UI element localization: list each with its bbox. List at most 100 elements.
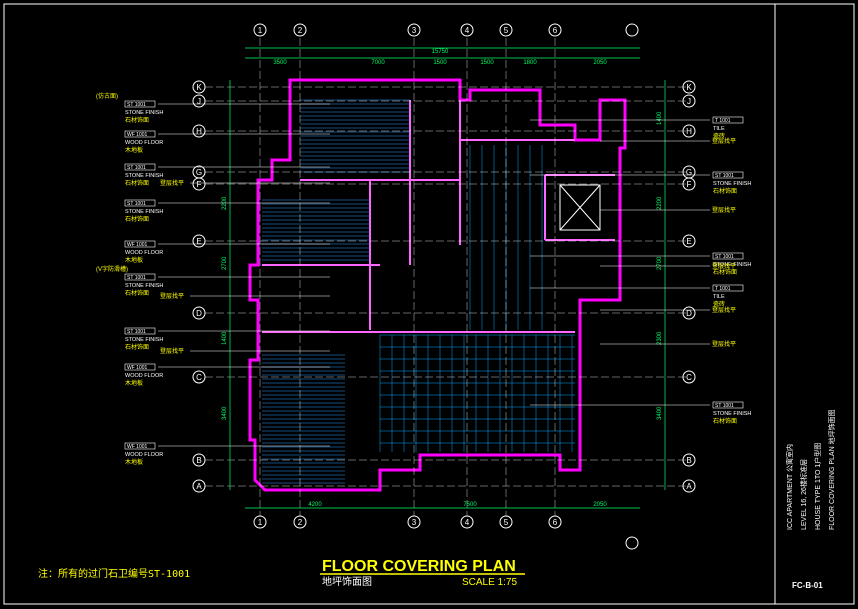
grid-label-f: F <box>687 180 692 189</box>
tag-box <box>124 130 156 138</box>
tag-code: WF 1001 <box>127 132 148 138</box>
grid-label-d: D <box>196 309 202 318</box>
grid-label-j: J <box>687 97 691 106</box>
grid-bubble-col-6 <box>548 23 562 37</box>
tag-cn: 瓷砖 <box>713 132 725 140</box>
level-note-right: 登层找平 <box>712 206 736 214</box>
tag-en: WOOD FLOOR <box>125 140 163 146</box>
tag-en: STONE FINISH <box>125 209 163 215</box>
level-note-left: 登层找平 <box>160 179 184 187</box>
level-note-right: 登层找平 <box>712 306 736 314</box>
grid-bubble-f <box>682 177 696 191</box>
grid-col-label-4: 4 <box>465 518 470 527</box>
tag-box <box>124 199 156 207</box>
grid-bubble-col-6 <box>548 515 562 529</box>
tag-en: TILE <box>713 126 725 132</box>
tag-code: ST 1001 <box>127 329 146 335</box>
grid-label-b: B <box>686 456 691 465</box>
tag-cn: 石材饰面 <box>125 116 149 124</box>
tag-note: (V字防滑槽) <box>96 265 128 273</box>
grid-col-label-3: 3 <box>412 26 417 35</box>
grid-bubble-col-5 <box>499 515 513 529</box>
grid-bubble-col-3 <box>407 515 421 529</box>
grid-label-e: E <box>686 237 691 246</box>
bottom-dim-2: 2050 <box>593 502 607 508</box>
tag-box <box>712 284 744 292</box>
grid-bubble-b <box>192 453 206 467</box>
tag-en: STONE FINISH <box>125 110 163 116</box>
grid-label-h: H <box>196 127 202 136</box>
title-block: ICC APARTMENT 公寓室内 LEVEL 16, 26楼标准层 HOUS… <box>785 409 836 530</box>
tag-cn: 石材饰面 <box>713 187 737 195</box>
grid-col-label-3: 3 <box>412 518 417 527</box>
tag-box <box>712 401 744 409</box>
bottom-dim-1: 7500 <box>463 502 477 508</box>
tag-box <box>124 163 156 171</box>
grid-col-label-2: 2 <box>298 518 303 527</box>
tag-cn: 石材饰面 <box>125 215 149 223</box>
tag-code: ST 1001 <box>715 403 734 409</box>
grid-bubble-col-1 <box>253 23 267 37</box>
tag-box <box>124 273 156 281</box>
tag-code: ST 1001 <box>127 102 146 108</box>
right-dim-4: 3400 <box>657 406 663 420</box>
grid-bubble-col-2 <box>293 23 307 37</box>
tag-code: ST 1001 <box>715 254 734 260</box>
tag-en: STONE FINISH <box>125 337 163 343</box>
grid-bubble-h <box>682 124 696 138</box>
tag-cn: 石材饰面 <box>125 179 149 187</box>
left-dim-1: 2700 <box>222 256 228 270</box>
grid-label-c: C <box>686 373 692 382</box>
tag-en: STONE FINISH <box>713 262 751 268</box>
level-note-right: 登层找平 <box>712 137 736 145</box>
top-dim-3: 1500 <box>480 60 494 66</box>
grid-bubble-col-2 <box>293 515 307 529</box>
grid-bubble-col-1 <box>253 515 267 529</box>
top-dim-4: 1800 <box>523 60 537 66</box>
left-dim-3: 3400 <box>222 406 228 420</box>
grid-bubble-col-4 <box>460 515 474 529</box>
grid-label-e: E <box>196 237 201 246</box>
stone-grid <box>379 145 575 452</box>
tag-code: T 1001 <box>715 118 731 124</box>
grid-label-j: J <box>197 97 201 106</box>
grid-bubble-d <box>682 306 696 320</box>
elevator-shaft <box>559 184 601 231</box>
tag-code: T 1001 <box>715 286 731 292</box>
grid-bubble-c <box>192 370 206 384</box>
tag-en: WOOD FLOOR <box>125 250 163 256</box>
tag-cn: 石材饰面 <box>713 268 737 276</box>
grid-label-a: A <box>686 482 692 491</box>
grid-label-h: H <box>686 127 692 136</box>
grid-bubble-j <box>192 94 206 108</box>
left-dim-2: 1400 <box>222 331 228 345</box>
grid-bubble-a <box>192 479 206 493</box>
tag-cn: 木地板 <box>125 458 143 466</box>
tag-cn: 石材饰面 <box>125 289 149 297</box>
tag-en: WOOD FLOOR <box>125 373 163 379</box>
grid-bubble-j <box>682 94 696 108</box>
tag-box <box>124 100 156 108</box>
top-dim-0: 3500 <box>273 60 287 66</box>
tag-code: ST 1001 <box>715 173 734 179</box>
sheet-number: FC-B-01 <box>792 581 823 590</box>
grid-col-label-6: 6 <box>553 518 558 527</box>
house-type: HOUSE TYPE 1TO 1户型图 <box>813 443 822 530</box>
building-walls <box>248 78 627 492</box>
tag-cn: 木地板 <box>125 256 143 264</box>
right-dim-2: 2700 <box>657 256 663 270</box>
grid-col-label-1: 1 <box>258 26 263 35</box>
grid-label-k: K <box>196 83 202 92</box>
tag-box <box>712 252 744 260</box>
tag-note: (仿古面) <box>96 92 118 100</box>
tag-box <box>124 240 156 248</box>
wood-floor-hatch <box>262 99 410 484</box>
grid-col-label-2: 2 <box>298 26 303 35</box>
level-note-right: 登层找平 <box>712 262 736 270</box>
drawing-name: FLOOR COVERING PLAN 地坪饰面图 <box>827 409 836 530</box>
top-dim-5: 2050 <box>593 60 607 66</box>
